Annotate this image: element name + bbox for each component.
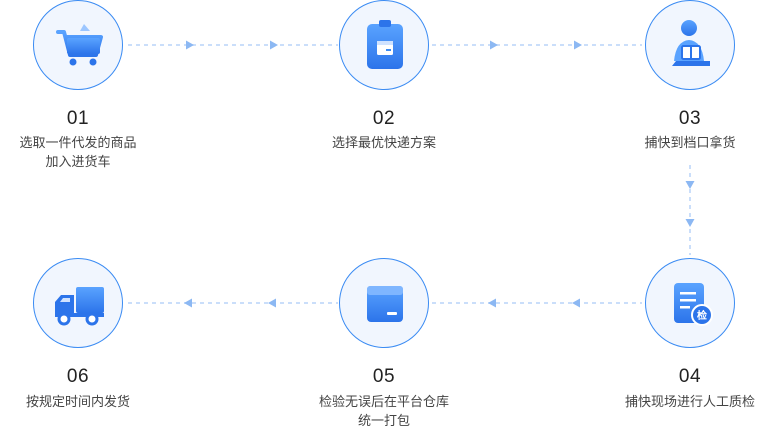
package-box-icon (367, 286, 403, 322)
step-02-circle (339, 0, 429, 90)
step-02-number: 02 (372, 108, 396, 129)
step-01-label-line1: 选取一件代发的商品 (19, 135, 137, 150)
step-06-number: 06 (66, 366, 90, 387)
inspection-document-icon: 检 (674, 283, 713, 326)
step-01-label-line2: 加入进货车 (45, 154, 111, 169)
connector-05-06 (128, 298, 338, 308)
step-03-circle (645, 0, 735, 90)
connector-03-04 (685, 165, 695, 255)
step-02-label-line1: 选择最优快递方案 (331, 135, 436, 150)
delivery-truck-icon (55, 287, 104, 326)
clipboard-package-icon (367, 20, 403, 69)
step-05-number: 05 (372, 366, 396, 387)
step-01-circle (33, 0, 123, 90)
step-05-label-line2: 统一打包 (357, 413, 410, 426)
step-03-number: 03 (678, 108, 702, 129)
step-05-label-line1: 检验无误后在平台仓库 (318, 394, 449, 409)
connector-04-05 (432, 298, 642, 308)
step-03-label-line1: 捕快到档口拿货 (644, 135, 736, 150)
step-01-number: 01 (66, 108, 90, 129)
step-04-circle: 检 (645, 258, 735, 348)
step-06-circle (33, 258, 123, 348)
step-05-circle (339, 258, 429, 348)
shopping-cart-icon (56, 24, 103, 66)
connector-01-02 (128, 40, 338, 50)
step-04-label-line1: 捕快现场进行人工质检 (624, 394, 755, 409)
step-06-label-line1: 按规定时间内发货 (25, 394, 130, 409)
step-04-number: 04 (678, 366, 702, 387)
svg-text:检: 检 (697, 309, 707, 322)
courier-with-package-icon (672, 20, 710, 66)
connector-02-03 (432, 40, 642, 50)
